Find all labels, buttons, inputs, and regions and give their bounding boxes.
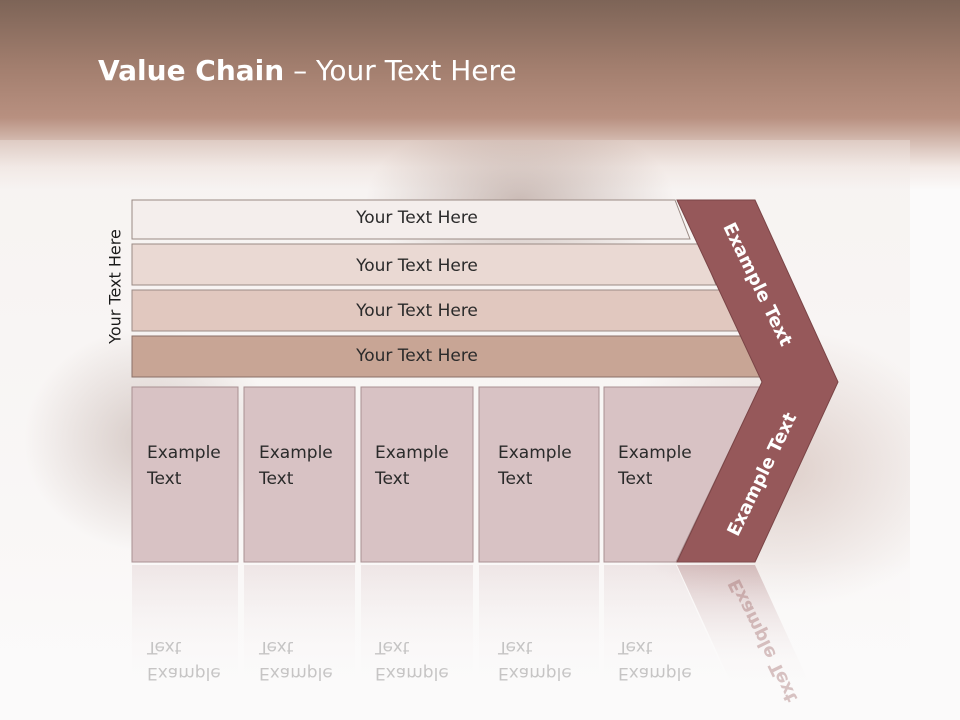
title-rest: – Your Text Here: [284, 54, 517, 87]
vertical-axis-label: Your Text Here: [105, 229, 125, 344]
primary-box-3: [360, 386, 474, 563]
bottom-fade: [0, 560, 960, 720]
primary-box-2: [243, 386, 356, 563]
support-row-label: Your Text Here: [356, 301, 478, 321]
title-bold: Value Chain: [98, 54, 285, 87]
support-row-1: [131, 199, 691, 240]
support-row-label: Your Text Here: [356, 346, 478, 366]
support-row-label: Your Text Here: [356, 256, 478, 276]
header-band: [0, 0, 960, 190]
primary-box-4: [478, 386, 600, 563]
slide-title: Value Chain – Your Text Here: [98, 54, 517, 87]
support-row-label: Your Text Here: [356, 208, 478, 228]
support-row-2: [131, 243, 717, 286]
primary-box-1: [131, 386, 239, 563]
